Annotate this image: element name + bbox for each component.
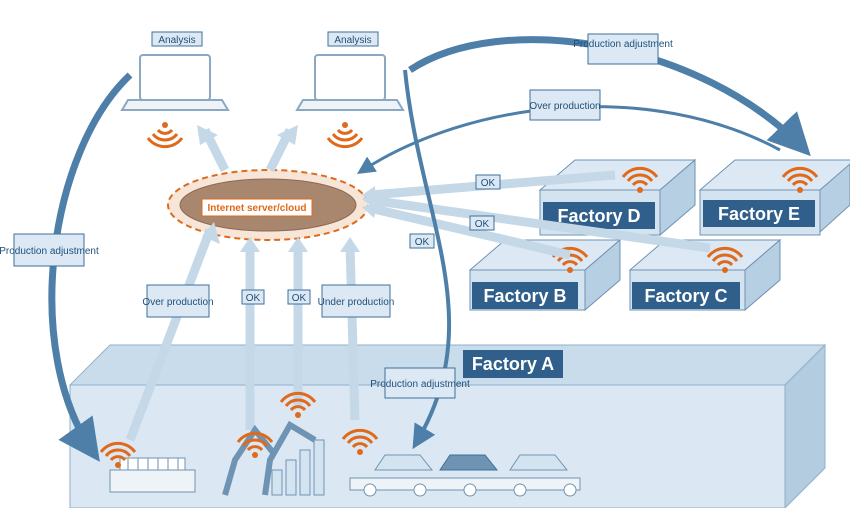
top-production-adjustment-label: Production adjustment — [573, 39, 673, 50]
top-over-production-box — [529, 89, 601, 121]
left-production-adjustment-label: Production adjustment — [0, 246, 99, 257]
over-production-a-box — [146, 284, 210, 318]
ok-a1-label: OK — [246, 293, 261, 304]
top-prodadj-line: Production adjustment — [573, 39, 673, 50]
factory-c-label: Factory C — [644, 286, 727, 306]
ok-b-box — [409, 233, 435, 249]
factory-e-label: Factory E — [718, 204, 800, 224]
over-production-a-label: Over production — [142, 297, 213, 308]
left-production-adjustment-box — [13, 233, 85, 267]
ok-c-box — [469, 215, 495, 231]
top-over-production-label: Over production — [529, 101, 600, 112]
conveyor-left-icon — [109, 457, 196, 493]
under-production-a-label: Under production — [318, 297, 395, 308]
ok-a2-label: OK — [292, 293, 307, 304]
production-adjustment-a-box — [384, 367, 456, 399]
factory-b-label-bg — [472, 282, 578, 309]
cloud-label-box — [201, 198, 313, 217]
laptop-left-wifi-icon — [146, 120, 184, 149]
ok-d-box — [475, 174, 501, 190]
data-flow-arrows — [125, 127, 711, 442]
factory-e-label-bg — [703, 200, 815, 227]
factory-a-label-bg — [463, 350, 563, 378]
ok-b-label: OK — [415, 237, 430, 248]
ok-c-label: OK — [475, 219, 490, 230]
analysis-left-label: Analysis — [158, 35, 195, 46]
analysis-right-label: Analysis — [334, 35, 371, 46]
ok-d-label: OK — [481, 178, 496, 189]
under-production-a-box — [321, 284, 391, 318]
analysis-right-box — [327, 31, 379, 47]
cloud-label: Internet server/cloud — [208, 203, 307, 214]
analysis-left-box — [151, 31, 203, 47]
data-flow-arrowheads — [197, 125, 378, 252]
factory-a-label: Factory A — [472, 354, 554, 374]
production-adjustment-a-label: Production adjustment — [370, 379, 470, 390]
laptop-right-wifi-icon — [326, 120, 364, 149]
ok-a2-box — [287, 289, 311, 305]
top-production-adjustment-box — [587, 33, 659, 65]
factory-d-label: Factory D — [557, 206, 640, 226]
laptop-right-icon — [295, 54, 405, 111]
laptop-left-icon — [120, 54, 230, 111]
car-assembly-line-icon — [349, 454, 581, 497]
ok-a1-box — [241, 289, 265, 305]
factory-b-label: Factory B — [483, 286, 566, 306]
factory-c-label-bg — [632, 282, 740, 309]
